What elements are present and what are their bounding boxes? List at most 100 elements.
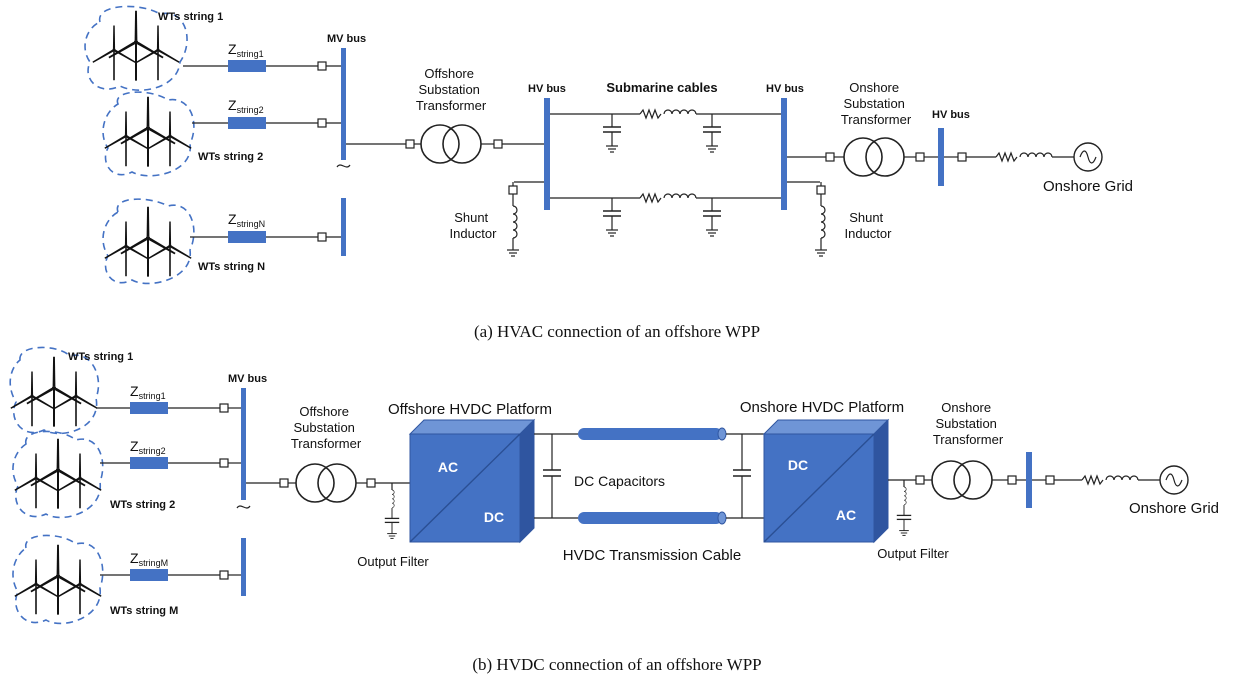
onshore-transformer-icon xyxy=(843,137,905,177)
transformer-label: Offshore xyxy=(424,66,474,81)
svg-text:Offshore Substation: Offshore Substation Transformer xyxy=(416,66,487,113)
transformer-label: Substation xyxy=(843,96,904,111)
dc-capacitor-left xyxy=(543,434,561,518)
hvdc-cable-upper xyxy=(578,427,727,441)
impedance-subscript: string1 xyxy=(237,49,264,59)
turbine-icon xyxy=(10,357,97,427)
converter-dc-label: DC xyxy=(788,457,808,473)
grid-bus xyxy=(1026,452,1032,508)
svg-text:Offshore Substation: Offshore Substation Transformer xyxy=(291,404,362,451)
turbine-icon xyxy=(104,97,191,167)
svg-text:Zstring1: Zstring1 xyxy=(130,383,166,401)
hv-bus-label: HV bus xyxy=(932,109,970,121)
impedance-label: Z xyxy=(228,41,237,57)
offshore-transformer-icon xyxy=(295,463,357,503)
string-impedance xyxy=(228,60,266,72)
string-impedance xyxy=(130,457,168,469)
mv-bus-lower xyxy=(241,538,246,596)
offshore-transformer-icon xyxy=(420,124,482,164)
ac-grid-source-icon xyxy=(1073,142,1103,172)
turbine-icon xyxy=(104,207,191,277)
impedance-subscript: string2 xyxy=(139,446,166,456)
hvac-string-n: WTs string N ZstringN xyxy=(102,198,343,285)
hv-bus-label: HV bus xyxy=(766,83,804,95)
mv-bus xyxy=(341,48,346,160)
transformer-label: Offshore xyxy=(299,404,349,419)
impedance-label: Z xyxy=(228,211,237,227)
hvdc-cable-lower xyxy=(578,511,727,525)
string-impedance xyxy=(130,569,168,581)
submarine-cable-upper xyxy=(550,109,781,152)
hvdc-diagram: WTs string 1 Zstring1 WTs string 2 Zstri… xyxy=(9,346,1219,674)
dc-capacitor-right xyxy=(733,434,751,518)
shunt-label: Inductor xyxy=(450,226,498,241)
impedance-label: Z xyxy=(130,383,139,399)
svg-text:ZstringN: ZstringN xyxy=(228,211,265,229)
svg-text:Zstring2: Zstring2 xyxy=(228,97,264,115)
offshore-converter-icon: AC DC xyxy=(408,418,536,544)
hvac-string-1: WTs string 1 Zstring1 xyxy=(84,5,343,91)
impedance-label: Z xyxy=(130,438,139,454)
svg-text:Shunt Inductor: Shunt Inductor xyxy=(450,210,498,241)
offshore-platform-label: Offshore HVDC Platform xyxy=(388,401,552,418)
dc-capacitors-label: DC Capacitors xyxy=(574,473,665,489)
grid-label: Onshore Grid xyxy=(1043,178,1133,195)
hvdc-string-2: WTs string 2 Zstring2 xyxy=(12,430,241,519)
svg-text:Onshore Substation: Onshore Substation Transformer xyxy=(841,80,912,127)
turbine-icon xyxy=(14,439,101,509)
shunt-label: Inductor xyxy=(845,226,893,241)
string-label: WTs string 1 xyxy=(68,351,133,363)
shunt-label: Shunt xyxy=(849,210,883,225)
hvac-string-2: WTs string 2 Zstring2 xyxy=(102,91,343,177)
submarine-cable-lower xyxy=(550,193,781,236)
string-label: WTs string 2 xyxy=(110,499,175,511)
transformer-label: Transformer xyxy=(416,98,487,113)
transformer-label: Substation xyxy=(418,82,479,97)
transformer-label: Onshore xyxy=(849,80,899,95)
converter-ac-label: AC xyxy=(438,459,458,475)
svg-text:ZstringM: ZstringM xyxy=(130,550,168,568)
mv-bus-lower xyxy=(341,198,346,256)
impedance-subscript: stringM xyxy=(139,558,169,568)
string-label: WTs string N xyxy=(198,261,265,273)
string-label: WTs string 1 xyxy=(158,11,223,23)
transformer-label: Substation xyxy=(293,420,354,435)
impedance-subscript: string2 xyxy=(237,105,264,115)
hvac-diagram: WTs string 1 Zstring1 WTs string 2 Zstri… xyxy=(84,5,1133,341)
string-impedance xyxy=(228,117,266,129)
string-impedance xyxy=(228,231,266,243)
svg-text:Onshore Substation: Onshore Substation Transformer xyxy=(933,400,1004,447)
transmission-cable-label: HVDC Transmission Cable xyxy=(563,547,741,564)
onshore-transformer-icon xyxy=(931,460,993,500)
svg-text:Shunt Inductor: Shunt Inductor xyxy=(845,210,893,241)
hv-bus-left xyxy=(544,98,550,210)
transformer-label: Transformer xyxy=(933,432,1004,447)
hv-bus-right xyxy=(781,98,787,210)
transformer-label: Onshore xyxy=(941,400,991,415)
converter-dc-label: DC xyxy=(484,509,504,525)
svg-text:Zstring2: Zstring2 xyxy=(130,438,166,456)
mv-bus-label: MV bus xyxy=(228,373,267,385)
impedance-subscript: string1 xyxy=(139,391,166,401)
string-impedance xyxy=(130,402,168,414)
transformer-label: Substation xyxy=(935,416,996,431)
transformer-label: Transformer xyxy=(841,112,912,127)
caption-a: (a) HVAC connection of an offshore WPP xyxy=(474,322,760,341)
turbine-icon xyxy=(14,545,101,615)
impedance-subscript: stringN xyxy=(237,219,266,229)
submarine-cables-label: Submarine cables xyxy=(606,80,717,95)
mv-bus xyxy=(241,388,246,500)
hv-bus-label: HV bus xyxy=(528,83,566,95)
converter-ac-label: AC xyxy=(836,507,856,523)
onshore-converter-icon: DC AC xyxy=(762,418,890,544)
impedance-label: Z xyxy=(228,97,237,113)
caption-b: (b) HVDC connection of an offshore WPP xyxy=(472,655,761,674)
impedance-label: Z xyxy=(130,550,139,566)
grid-label: Onshore Grid xyxy=(1129,500,1219,517)
ac-grid-source-icon xyxy=(1159,465,1189,495)
hv-bus-grid xyxy=(938,128,944,186)
onshore-platform-label: Onshore HVDC Platform xyxy=(740,399,904,416)
transformer-label: Transformer xyxy=(291,436,362,451)
string-label: WTs string 2 xyxy=(198,151,263,163)
